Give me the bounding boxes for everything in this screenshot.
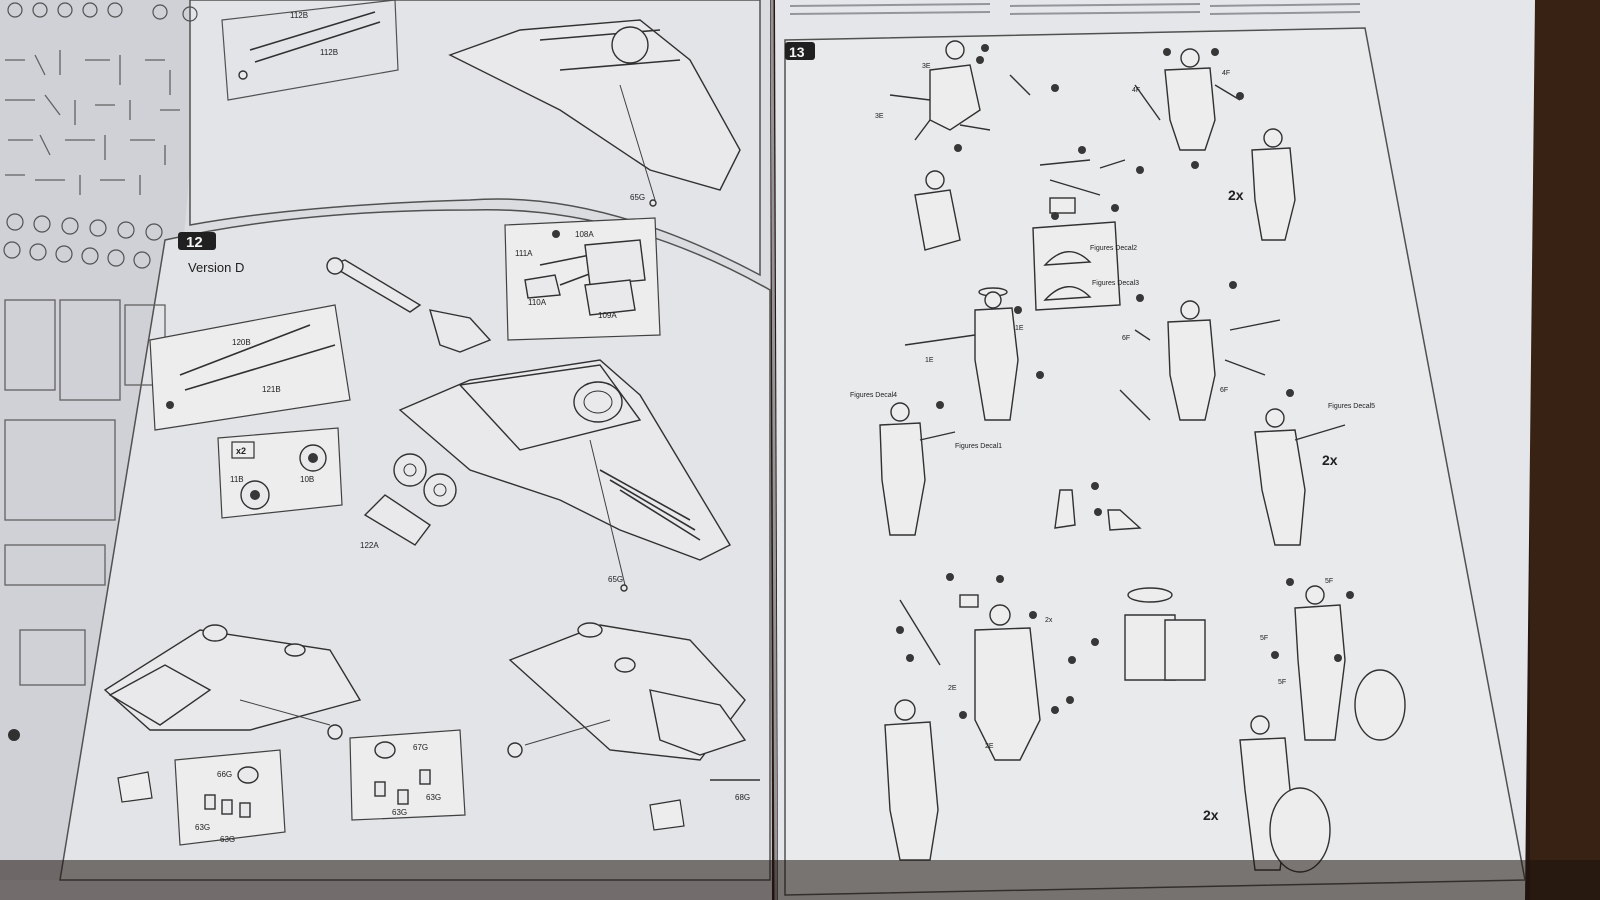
bottom-shadow [0, 860, 1600, 900]
decal-label-2: Figures Decal2 [1090, 245, 1137, 252]
label-66g: 66G [217, 770, 232, 779]
multiplier-pointing: 2x [1322, 452, 1338, 468]
label-10b: 10B [300, 475, 314, 484]
table-edge [1530, 0, 1600, 900]
step-12-badge [178, 232, 216, 250]
label-63g-b: 63G [220, 835, 235, 844]
label-110a: 110A [528, 298, 547, 307]
step-13: 13 [785, 40, 1406, 873]
decal-label-1: Figures Decal1 [955, 443, 1002, 450]
part-label-5f-b: 5F [1260, 635, 1268, 642]
part-label-5f-a: 5F [1325, 578, 1333, 585]
decal-label-4: Figures Decal4 [850, 392, 897, 399]
part-label-5f-c: 5F [1278, 679, 1286, 686]
label-65g: 65G [608, 575, 623, 584]
label-120b: 120B [232, 338, 251, 347]
step-12-title: Version D [188, 260, 244, 275]
part-label-3e-b: 3E [875, 113, 884, 120]
part-label-6f-a: 6F [1122, 335, 1130, 342]
label-108a: 108A [575, 230, 594, 239]
part-label-2e-a: 2E [948, 685, 957, 692]
page-gutter [770, 0, 778, 900]
label-121b: 121B [262, 385, 281, 394]
multiplier-drum: 2x [1203, 807, 1219, 823]
decal-label-5: Figures Decal5 [1328, 403, 1375, 410]
part-label-2x: 2x [1045, 617, 1053, 624]
label-109a: 109A [598, 311, 617, 320]
step-13-number: 13 [789, 44, 805, 60]
part-label-1e-b: 1E [925, 357, 934, 364]
label-67g: 67G [413, 743, 428, 752]
decal-label-3: Figures Decal3 [1092, 280, 1139, 287]
label-65g-top: 65G [630, 193, 645, 202]
label-63g-d: 63G [426, 793, 441, 802]
label-x2: x2 [236, 446, 246, 456]
label-11b: 11B [230, 475, 244, 484]
sprue-thumbnails [3, 2, 198, 741]
label-112b-a: 112B [290, 11, 308, 20]
part-label-3e-a: 3E [922, 63, 931, 70]
label-112b-b: 112B [320, 48, 338, 57]
step-12: 12 Version D 108A 111A 110A 109A 120B 12… [103, 217, 760, 846]
step-11-partial: 112B 112B 65G [221, 0, 741, 207]
part-label-4f-a: 4F [1222, 70, 1230, 77]
label-122a: 122A [360, 541, 379, 550]
multiplier-officer: 2x [1228, 187, 1244, 203]
step-13-badge [785, 42, 815, 60]
part-label-2e-b: 2E [985, 743, 994, 750]
part-label-6f-b: 6F [1220, 387, 1228, 394]
label-111a: 111A [515, 249, 533, 258]
part-label-4f-b: 4F [1132, 87, 1140, 94]
label-63g-c: 63G [392, 808, 407, 817]
part-label-1e-a: 1E [1015, 325, 1024, 332]
step-12-number: 12 [186, 234, 203, 251]
label-68g: 68G [735, 793, 750, 802]
label-63g-a: 63G [195, 823, 210, 832]
